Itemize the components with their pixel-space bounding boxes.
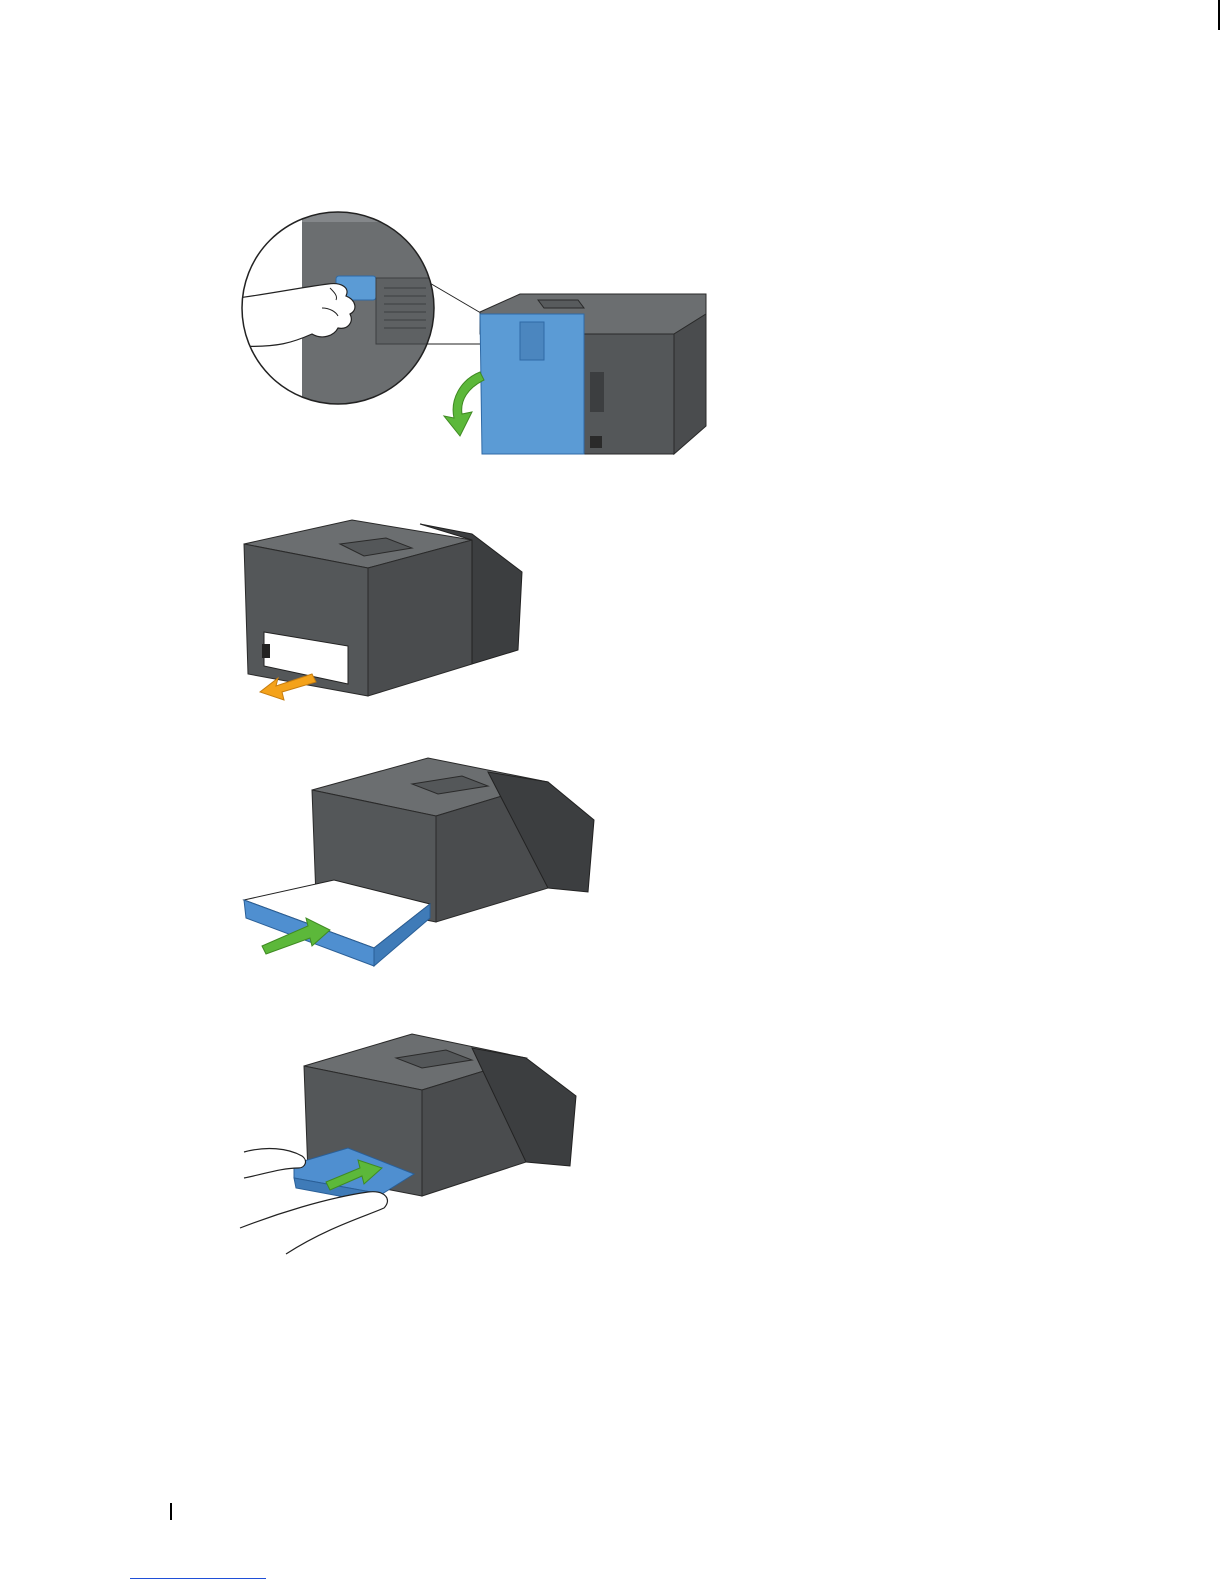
folio-rule	[170, 1503, 172, 1520]
bottom-link-underline[interactable]	[130, 1578, 266, 1579]
printer-push-tray-illustration	[236, 1028, 588, 1260]
printer-rear-cover-open-illustration	[238, 204, 718, 466]
printer-remove-paper-illustration	[236, 514, 536, 706]
printer-insert-tray-illustration	[238, 748, 600, 972]
top-edge-rule	[1218, 0, 1220, 30]
